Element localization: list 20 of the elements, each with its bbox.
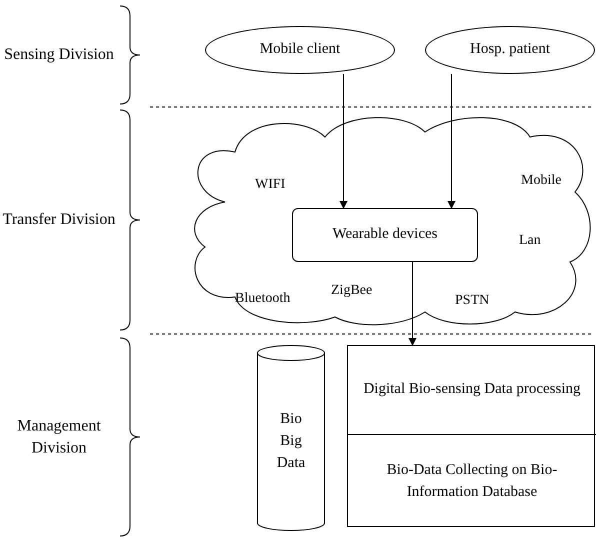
node-label: Mobile client: [258, 40, 342, 60]
node-label: Wearable devices: [332, 225, 438, 244]
division-label: Transfer Division: [2, 210, 116, 230]
node-label: Bio Big Data: [276, 410, 306, 472]
node-label: Digital Bio-sensing Data processing: [362, 380, 582, 400]
arrow: [448, 74, 456, 209]
network-label: ZigBee: [331, 282, 372, 300]
arrow: [340, 74, 348, 209]
network-label: PSTN: [455, 292, 490, 310]
network-label: Bluetooth: [235, 290, 290, 308]
network-label: Mobile: [521, 172, 562, 190]
division-label: Sensing Division: [3, 45, 115, 66]
process-panel: [347, 345, 595, 527]
division-label: Management Division: [16, 416, 102, 458]
node-label: Bio-Data Collecting on Bio-Information Database: [386, 460, 558, 502]
network-label: WIFI: [255, 176, 286, 194]
network-label: Lan: [519, 232, 541, 250]
arrow: [408, 262, 416, 346]
device-box: [292, 208, 478, 262]
node-label: Hosp. patient: [469, 40, 551, 60]
